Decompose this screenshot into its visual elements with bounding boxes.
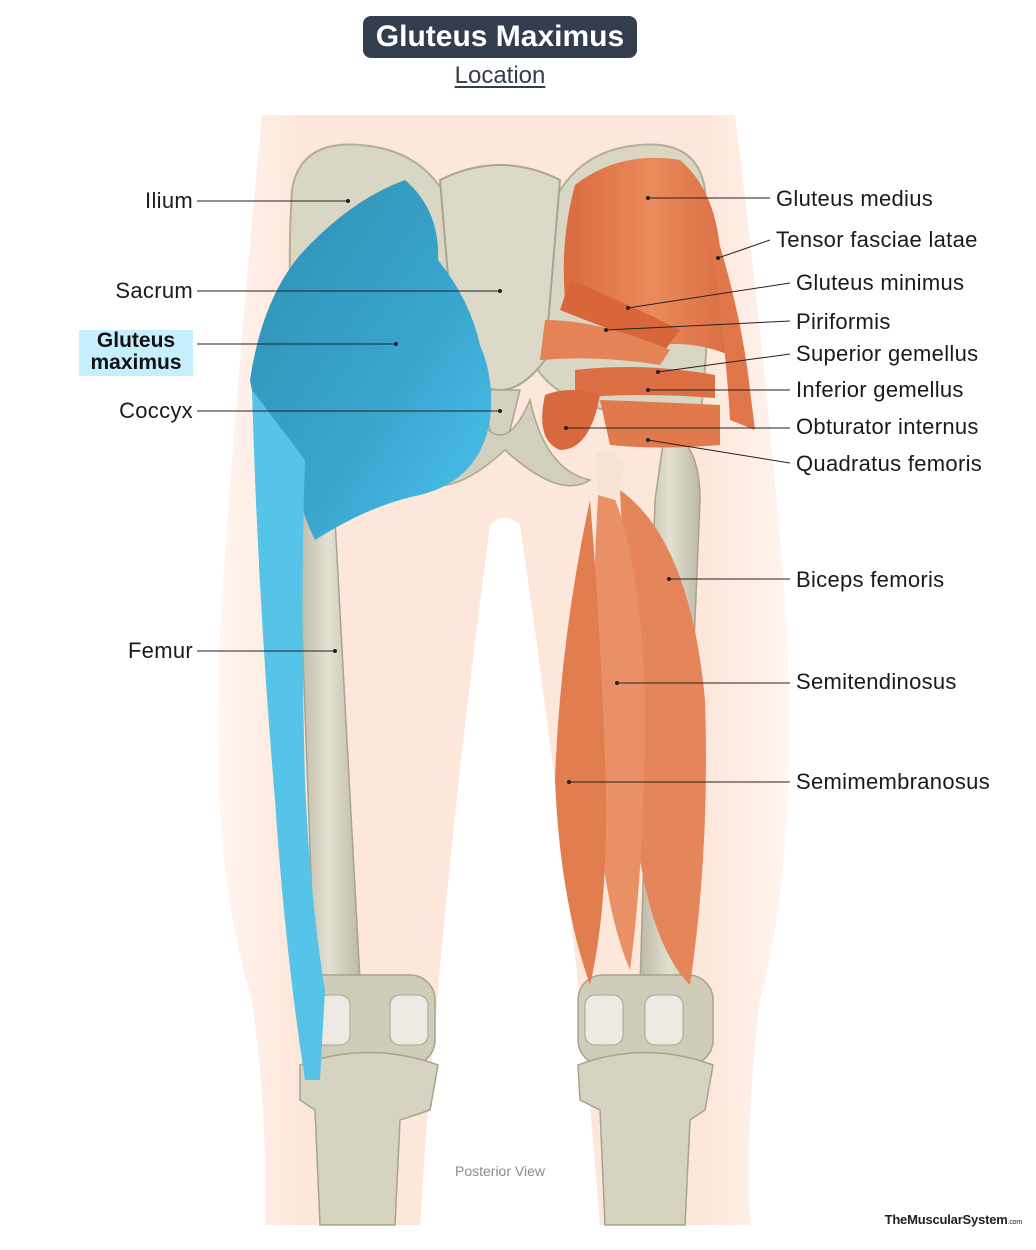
page-subtitle: Location: [454, 62, 546, 89]
semitendinosus-muscle: [593, 470, 645, 970]
label-highlight-box: [79, 330, 193, 376]
semimembranosus-muscle: [555, 500, 606, 985]
label-coccyx: Coccyx: [119, 398, 193, 423]
label-gluteus-maximus-line1: Gluteus: [96, 329, 176, 352]
label-gluteus-maximus: Gluteus maximus: [79, 330, 193, 374]
label-superior-gemellus: Superior gemellus: [796, 341, 979, 366]
leader-lines: [197, 196, 791, 784]
gluteus-maximus-muscle: [250, 180, 492, 540]
label-inferior-gemellus: Inferior gemellus: [796, 377, 964, 402]
label-gluteus-maximus-line2: maximus: [90, 351, 182, 374]
label-tensor-fasciae-latae: Tensor fasciae latae: [776, 227, 978, 252]
label-piriformis: Piriformis: [796, 309, 891, 334]
label-gluteus-medius: Gluteus medius: [776, 186, 934, 211]
biceps-femoris-muscle: [620, 490, 706, 985]
brand-suffix: .com: [1007, 1219, 1023, 1226]
iliotibial-band: [252, 390, 325, 1080]
label-gluteus-minimus: Gluteus minimus: [796, 270, 965, 295]
knee-right: [577, 974, 714, 1226]
quadratus-femoris-muscle: [600, 400, 720, 448]
label-quadratus-femoris: Quadratus femoris: [796, 451, 983, 476]
label-semitendinosus: Semitendinosus: [796, 669, 957, 694]
obturator-internus-muscle: [542, 390, 600, 450]
page-title: Gluteus Maximus: [363, 16, 637, 58]
label-sacrum: Sacrum: [115, 278, 193, 303]
piriformis-muscle: [540, 320, 670, 365]
view-label: Posterior View: [454, 1163, 545, 1179]
label-ilium: Ilium: [145, 188, 193, 213]
label-femur: Femur: [127, 638, 193, 663]
brand-name: TheMuscularSystem: [884, 1212, 1008, 1227]
label-biceps-femoris: Biceps femoris: [796, 567, 945, 592]
label-obturator-internus: Obturator internus: [796, 414, 979, 439]
gluteus-minimus-muscle: [560, 280, 680, 350]
hamstring-tendon: [595, 451, 625, 500]
label-semimembranosus: Semimembranosus: [796, 769, 991, 794]
brand-logo: TheMuscularSystem.com: [884, 1212, 1023, 1227]
